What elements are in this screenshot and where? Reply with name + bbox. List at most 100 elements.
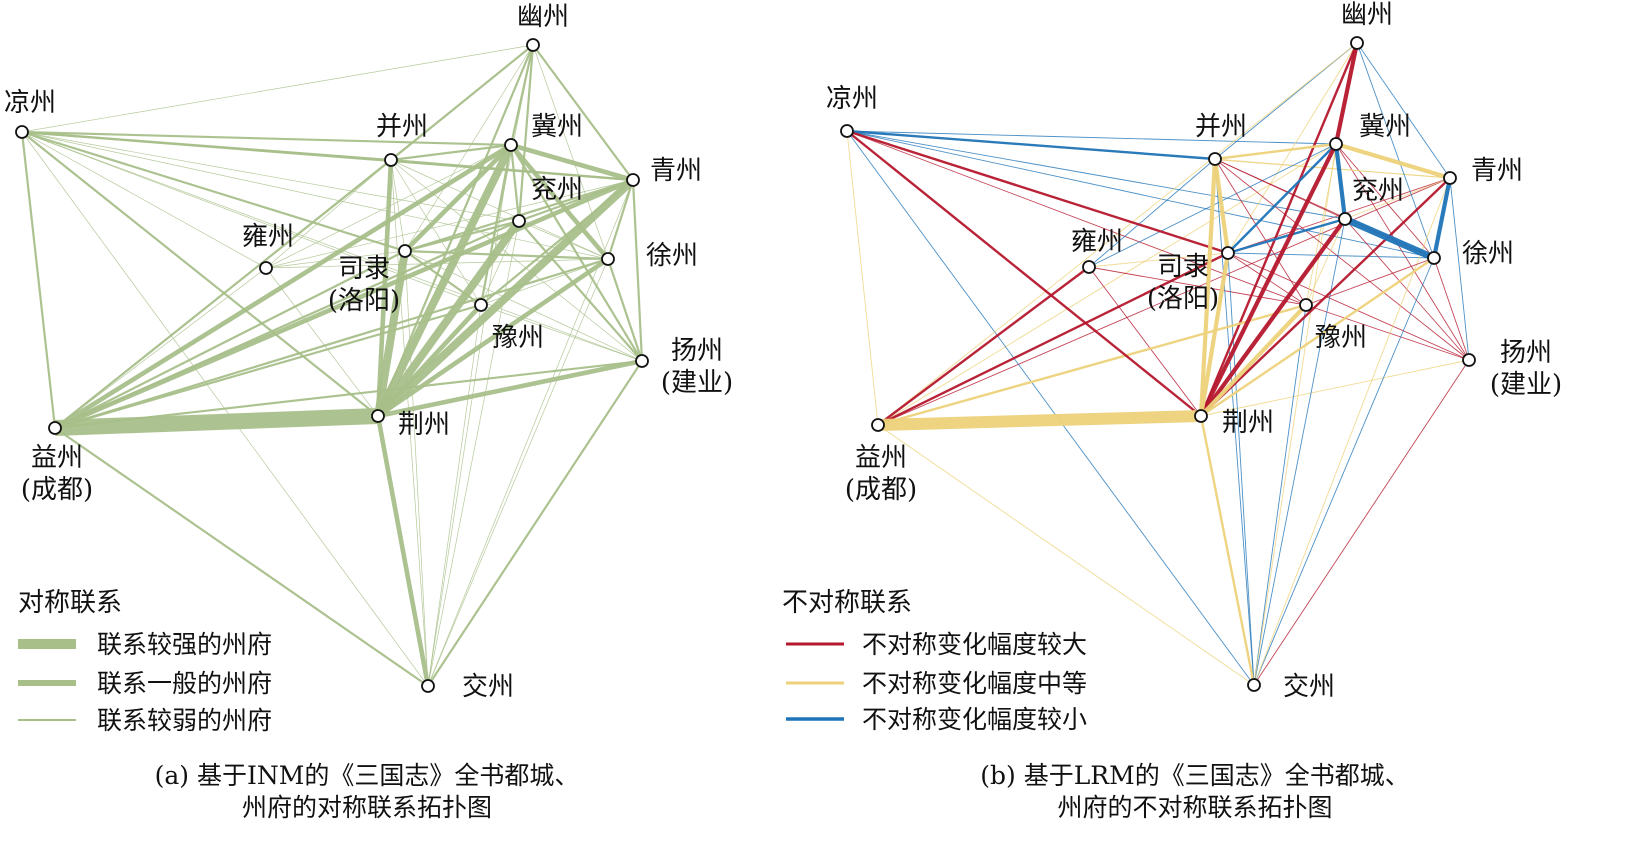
- legend-a-title: 对称联系: [18, 588, 122, 618]
- edge-jizhou-yuzhou: [479, 144, 513, 306]
- a-label-sili: 司隶: [338, 254, 390, 284]
- b-node-liangzhou: [840, 124, 854, 138]
- b-node-xuzhou: [1427, 251, 1441, 265]
- legend-a-label-medium: 联系一般的州府: [97, 669, 272, 698]
- edge-liangzhou-jingzhou: [21, 131, 379, 417]
- edge-jingzhou-youzhou: [1199, 42, 1359, 417]
- edge-liangzhou-yangzhou: [21, 131, 643, 362]
- edge-jingzhou-xuzhou: [376, 257, 610, 418]
- edge-yongzhou-jingzhou: [265, 267, 379, 417]
- b-node-jiaozhou: [1247, 678, 1261, 692]
- a-node-qingzhou: [626, 173, 640, 187]
- a-label-bingzhou: 并州: [376, 112, 428, 142]
- edge-liangzhou-jizhou: [846, 130, 1337, 145]
- edge-youzhou-bingzhou: [390, 44, 534, 161]
- edge-liangzhou-sili: [846, 129, 1229, 255]
- edge-jingzhou-bingzhou: [1198, 158, 1218, 417]
- legend-b-title: 不对称联系: [782, 588, 912, 618]
- b-label-yizhou: 益州: [855, 443, 907, 473]
- b-label-yangzhou: 扬州: [1500, 338, 1552, 368]
- panel-b-asymmetric-network: 幽州凉州并州冀州青州兖州雍州司隶(洛阳)徐州豫州扬州(建业)益州(成都)荆州交州…: [782, 0, 1562, 822]
- edge-sili-bingzhou: [1212, 158, 1231, 254]
- b-label-yongzhou: 雍州: [1071, 227, 1123, 257]
- edge-yuzhou-bingzhou: [390, 159, 482, 306]
- edge-yangzhou-qingzhou: [1449, 177, 1470, 361]
- edge-youzhou-qingzhou: [532, 44, 634, 181]
- edge-bingzhou-yanzhou: [1214, 158, 1346, 220]
- b-node-yuzhou: [1299, 298, 1313, 312]
- edge-liangzhou-bingzhou: [846, 129, 1216, 161]
- a-node-yangzhou: [635, 354, 649, 368]
- a-node-xuzhou: [601, 252, 615, 266]
- b-label-jingzhou: 荆州: [1222, 408, 1274, 438]
- b-node-yanzhou: [1338, 212, 1352, 226]
- edge-qingzhou-yangzhou: [631, 179, 644, 362]
- a-node-yizhou: [48, 421, 62, 435]
- edge-youzhou-xuzhou: [1356, 42, 1435, 259]
- a-label-yizhou: 益州: [31, 443, 83, 473]
- edge-qingzhou-xuzhou: [606, 179, 635, 260]
- a-label-liangzhou: 凉州: [4, 88, 56, 118]
- edge-yizhou-qingzhou: [877, 177, 1451, 426]
- edge-sili-yangzhou: [1227, 252, 1470, 361]
- a-node-liangzhou: [15, 125, 29, 139]
- edge-yongzhou-yuzhou: [1088, 266, 1307, 306]
- edge-jiaozhou-bingzhou: [1214, 158, 1255, 686]
- a-label-jizhou: 冀州: [531, 112, 583, 142]
- edge-yongzhou-qingzhou: [265, 179, 634, 269]
- b-node-youzhou: [1350, 36, 1364, 50]
- a-label-qingzhou: 青州: [650, 156, 702, 186]
- edge-jizhou-yanzhou: [1333, 143, 1348, 220]
- a-label-yizhou-sub: (成都): [21, 475, 93, 505]
- edge-yangzhou-xuzhou: [606, 258, 644, 362]
- edge-jingzhou-yanzhou: [374, 218, 523, 419]
- legend-a-label-weak: 联系较弱的州府: [97, 706, 272, 735]
- edge-liangzhou-xuzhou: [846, 130, 1435, 259]
- edge-yuzhou-yanzhou: [1305, 218, 1346, 306]
- caption-a-line1: (a) 基于INM的《三国志》全书都城、: [155, 761, 580, 790]
- edge-liangzhou-jiaozhou: [846, 130, 1255, 686]
- edge-yizhou-qingzhou: [54, 177, 634, 431]
- b-node-qingzhou: [1443, 171, 1457, 185]
- caption-b-line2: 州府的不对称联系拓扑图: [1057, 793, 1332, 822]
- edge-yizhou-sili: [54, 250, 406, 429]
- edge-bingzhou-yuzhou: [1214, 158, 1307, 306]
- b-label-qingzhou: 青州: [1471, 156, 1523, 186]
- edge-yangzhou-yanzhou: [518, 220, 643, 362]
- edge-yizhou-jingzhou: [54, 408, 379, 436]
- a-node-bingzhou: [384, 153, 398, 167]
- edge-jiaozhou-xuzhou: [427, 258, 609, 687]
- panel-a-edges: [20, 44, 644, 687]
- edge-jizhou-youzhou: [1333, 42, 1360, 145]
- edge-yizhou-jiaozhou: [877, 424, 1255, 686]
- edge-xuzhou-yuzhou: [1305, 257, 1435, 306]
- b-label-yangzhou-sub: (建业): [1490, 370, 1562, 400]
- edge-jiaozhou-yuzhou: [1253, 304, 1307, 686]
- a-label-yangzhou-sub: (建业): [661, 368, 733, 398]
- a-label-youzhou: 幽州: [517, 2, 569, 32]
- a-node-jizhou: [504, 138, 518, 152]
- edge-jiaozhou-sili: [404, 250, 429, 687]
- edge-youzhou-xuzhou: [532, 44, 609, 260]
- edge-jizhou-yangzhou: [510, 144, 643, 362]
- edge-jizhou-qingzhou: [1335, 141, 1451, 181]
- panel-b-legend: 不对称联系 不对称变化幅度较大 不对称变化幅度中等 不对称变化幅度较小: [782, 588, 1087, 734]
- edge-jingzhou-xuzhou: [1200, 257, 1435, 417]
- edge-jizhou-xuzhou: [1335, 143, 1435, 259]
- edge-sili-yangzhou: [404, 250, 643, 362]
- edge-youzhou-yanzhou: [517, 44, 535, 222]
- edge-jingzhou-qingzhou: [375, 177, 636, 419]
- a-node-sili: [398, 244, 412, 258]
- b-node-yangzhou: [1462, 353, 1476, 367]
- edge-yangzhou-jiaozhou: [427, 360, 643, 687]
- edge-jizhou-yanzhou: [509, 144, 521, 222]
- edge-liangzhou-yanzhou: [846, 130, 1346, 220]
- edge-yangzhou-yuzhou: [1305, 304, 1470, 361]
- edge-jiaozhou-jizhou: [1253, 143, 1337, 686]
- a-node-youzhou: [526, 38, 540, 52]
- edge-yangzhou-jiaozhou: [1253, 359, 1470, 686]
- a-label-xuzhou: 徐州: [646, 241, 698, 271]
- b-label-yizhou-sub: (成都): [845, 475, 917, 505]
- edge-liangzhou-yongzhou: [21, 131, 267, 269]
